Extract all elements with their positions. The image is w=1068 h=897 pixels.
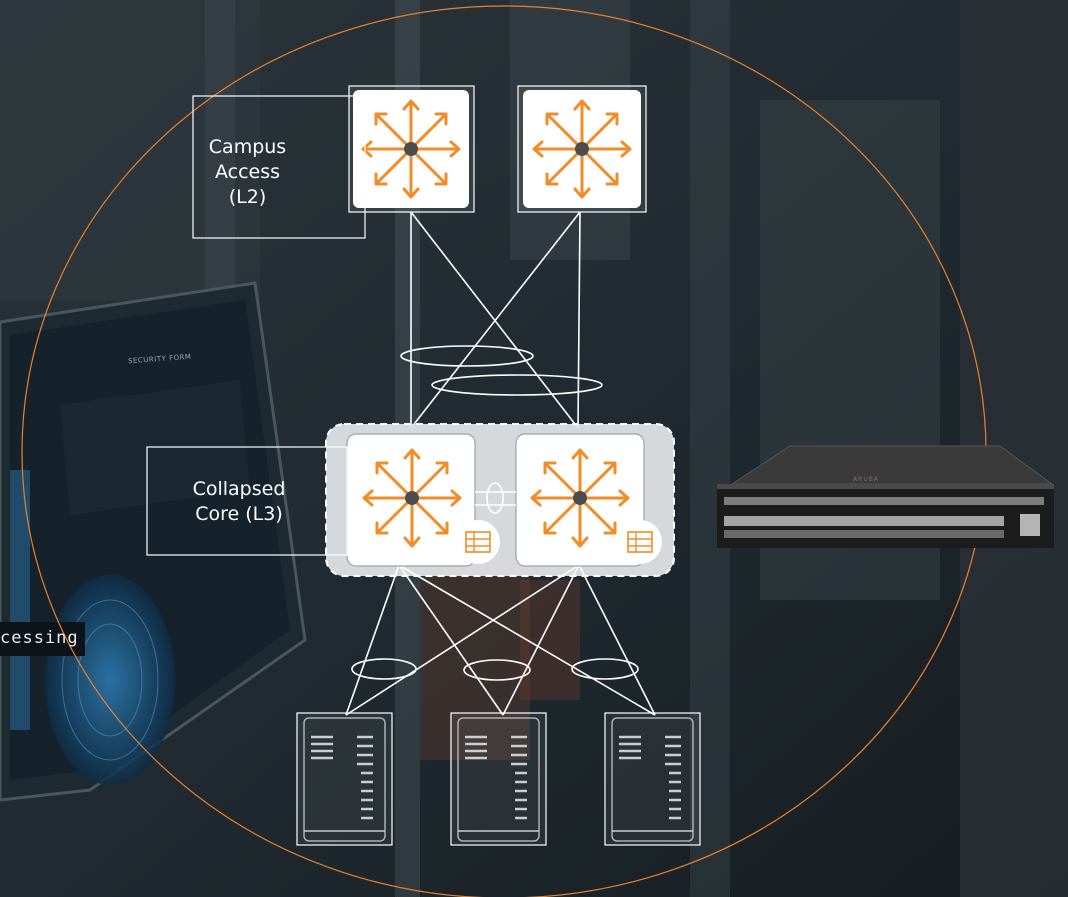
server-downlinks bbox=[345, 564, 656, 716]
access-uplinks bbox=[400, 211, 603, 429]
campus-access-label-line-3: (L2) bbox=[228, 185, 267, 208]
device-logo: ARUBA bbox=[853, 476, 879, 483]
core-switch-2 bbox=[515, 433, 663, 567]
router-switch-arrows-icon bbox=[361, 99, 461, 199]
collapsed-core-label-line-1: Collapsed bbox=[192, 478, 286, 500]
server-rack-icon bbox=[449, 711, 548, 847]
server-rack-icon bbox=[295, 711, 394, 847]
campus-access-label-line-1: Campus bbox=[208, 135, 287, 158]
stack-layers-icon bbox=[617, 519, 663, 565]
background-monitor bbox=[0, 281, 307, 802]
campus-access-label: Campus Access (L2) bbox=[195, 122, 300, 222]
campus-access-label-line-2: Access bbox=[214, 160, 281, 183]
server-rack-icon bbox=[603, 711, 702, 847]
inter-switch-link bbox=[475, 482, 516, 514]
router-switch-arrows-icon bbox=[532, 99, 632, 199]
collapsed-core-label-line-2: Core (L3) bbox=[195, 503, 283, 525]
rack-switch-hardware-icon bbox=[717, 445, 1054, 548]
collapsed-core-label: Collapsed Core (L3) bbox=[165, 470, 313, 534]
stack-layers-icon bbox=[455, 519, 501, 565]
router-switch-arrows-icon bbox=[362, 448, 462, 548]
access-switch-1 bbox=[348, 85, 475, 213]
screen-processing-text: cessing bbox=[0, 628, 79, 648]
access-switch-2 bbox=[517, 85, 647, 213]
campus-access-label-frame bbox=[192, 95, 366, 239]
collapsed-core-label-frame bbox=[146, 446, 348, 556]
router-switch-arrows-icon bbox=[530, 448, 630, 548]
